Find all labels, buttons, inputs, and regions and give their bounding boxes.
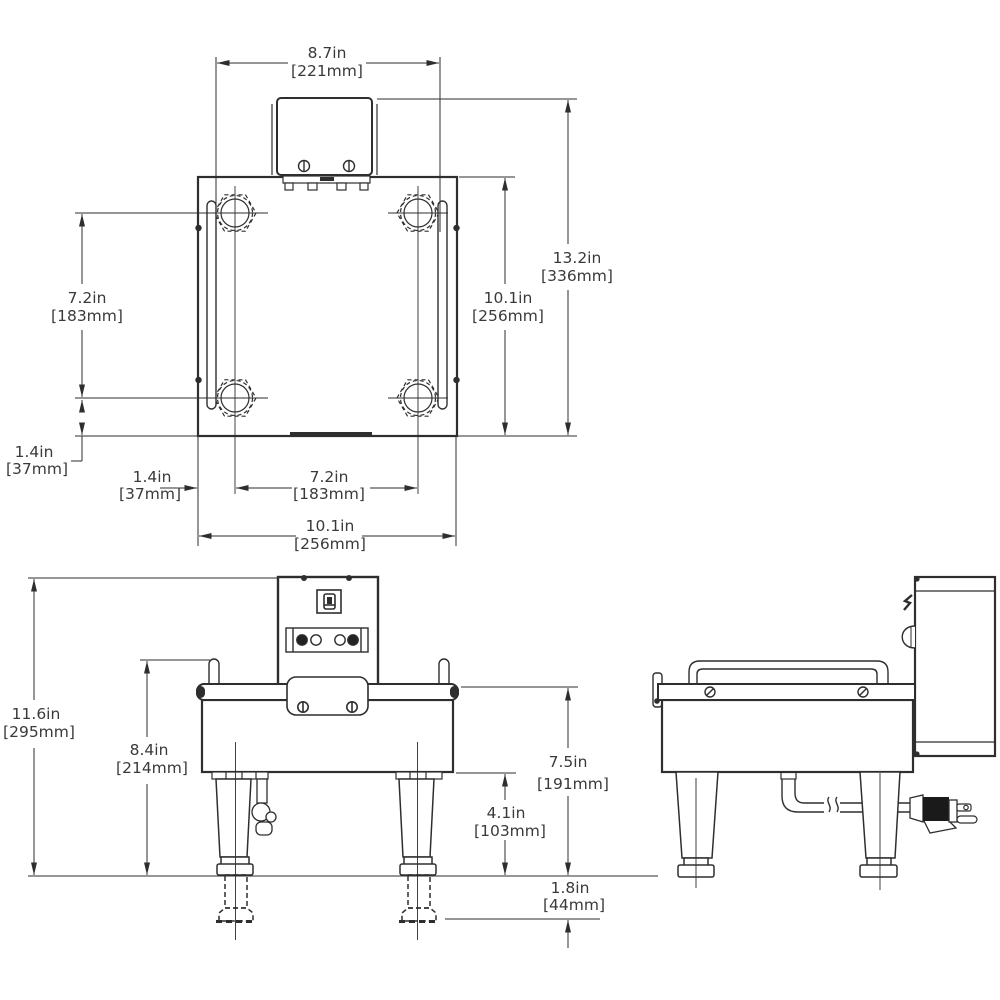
dim-cover-width-in: 8.7in (308, 44, 347, 62)
housing-screw (297, 159, 356, 173)
dimension-labels-top-view: 8.7in [221mm] 13.2in [336mm] 10.1in [256… (6, 44, 613, 553)
front-view: 11.6in [295mm] 8.4in [214mm] 7.5in [191m… (3, 575, 658, 948)
dim-body-height-in: 7.5in (549, 753, 588, 771)
dim-overall-height-mm: [295mm] (3, 723, 75, 741)
dim-leg-inset-depth-in: 1.4in (15, 443, 54, 461)
top-rail-side (657, 683, 916, 701)
housing-top-screw (301, 575, 307, 581)
power-switch (316, 589, 342, 614)
box-corner-screw (914, 751, 920, 757)
dim-leg-inset-depth-mm: [37mm] (6, 460, 68, 478)
housing-mount-bracket (282, 175, 371, 191)
edge-screw (453, 376, 460, 384)
dim-post-height-in: 8.4in (130, 741, 169, 759)
drain-valve (251, 778, 277, 836)
dim-leg-pitch-depth-in: 7.2in (68, 289, 107, 307)
power-plug (909, 794, 978, 834)
indicator-panel (285, 627, 369, 653)
control-box-side (913, 575, 997, 758)
dim-overall-depth-in: 13.2in (553, 249, 602, 267)
dim-leg-pitch-depth-mm: [183mm] (51, 307, 123, 325)
dim-leg-inset-width-mm: [37mm] (119, 485, 181, 503)
right-leg-front (398, 778, 437, 876)
left-leg-front (215, 778, 254, 876)
dim-plate-depth-in: 10.1in (484, 289, 533, 307)
body-side (660, 698, 915, 774)
rail-end-cap (450, 686, 459, 698)
dim-plate-depth-mm: [256mm] (472, 307, 544, 325)
plug-ground-prong (956, 815, 978, 824)
thermostat-knob-side (901, 625, 916, 649)
dim-cover-width-mm: [221mm] (291, 62, 363, 80)
dim-plate-width-in: 10.1in (306, 517, 355, 535)
dim-plate-width-mm: [256mm] (294, 535, 366, 553)
edge-screw (195, 376, 202, 384)
side-view (652, 575, 997, 890)
indicator-light (296, 634, 308, 646)
handle-side (688, 660, 889, 686)
indicator-light (334, 634, 346, 646)
rail-end-cap (196, 686, 205, 698)
dim-body-height-mm: [191mm] (537, 775, 609, 793)
box-corner-screw (914, 576, 920, 582)
dim-foot-extension-mm: [44mm] (543, 896, 605, 914)
top-view-base-plate (196, 175, 459, 438)
plug-prong-hole (963, 804, 969, 811)
extended-feet-dashed (216, 874, 439, 923)
control-housing-top (276, 97, 373, 176)
centerlines-top-view (75, 186, 448, 494)
edge-screw (453, 224, 460, 232)
dim-leg-pitch-width-mm: [183mm] (293, 485, 365, 503)
dim-leg-pitch-width-in: 7.2in (310, 468, 349, 486)
dim-post-height-mm: [214mm] (116, 759, 188, 777)
top-view: 8.7in [221mm] 13.2in [336mm] 10.1in [256… (6, 44, 613, 553)
toggle-switch-side (902, 594, 913, 611)
dim-leg-inset-width-in: 1.4in (133, 468, 172, 486)
dimension-lines-top-view (71, 57, 577, 546)
dim-clearance-height-in: 4.1in (487, 804, 526, 822)
rail-screw (704, 686, 869, 698)
dim-foot-extension-in: 1.8in (551, 879, 590, 897)
dim-clearance-height-mm: [103mm] (474, 822, 546, 840)
right-rail-top (437, 200, 448, 410)
housing-top-screw (346, 575, 352, 581)
dimension-labels-front-view: 11.6in [295mm] 8.4in [214mm] 7.5in [191m… (3, 705, 609, 914)
indicator-light (347, 634, 359, 646)
center-bracket (286, 676, 369, 716)
dim-overall-height-in: 11.6in (12, 705, 61, 723)
left-leg-side (675, 771, 719, 878)
edge-screw (195, 224, 202, 232)
indicator-light (310, 634, 322, 646)
left-rail-top (206, 200, 217, 410)
dim-overall-depth-mm: [336mm] (541, 267, 613, 285)
dimension-lines-front-view (28, 577, 658, 948)
